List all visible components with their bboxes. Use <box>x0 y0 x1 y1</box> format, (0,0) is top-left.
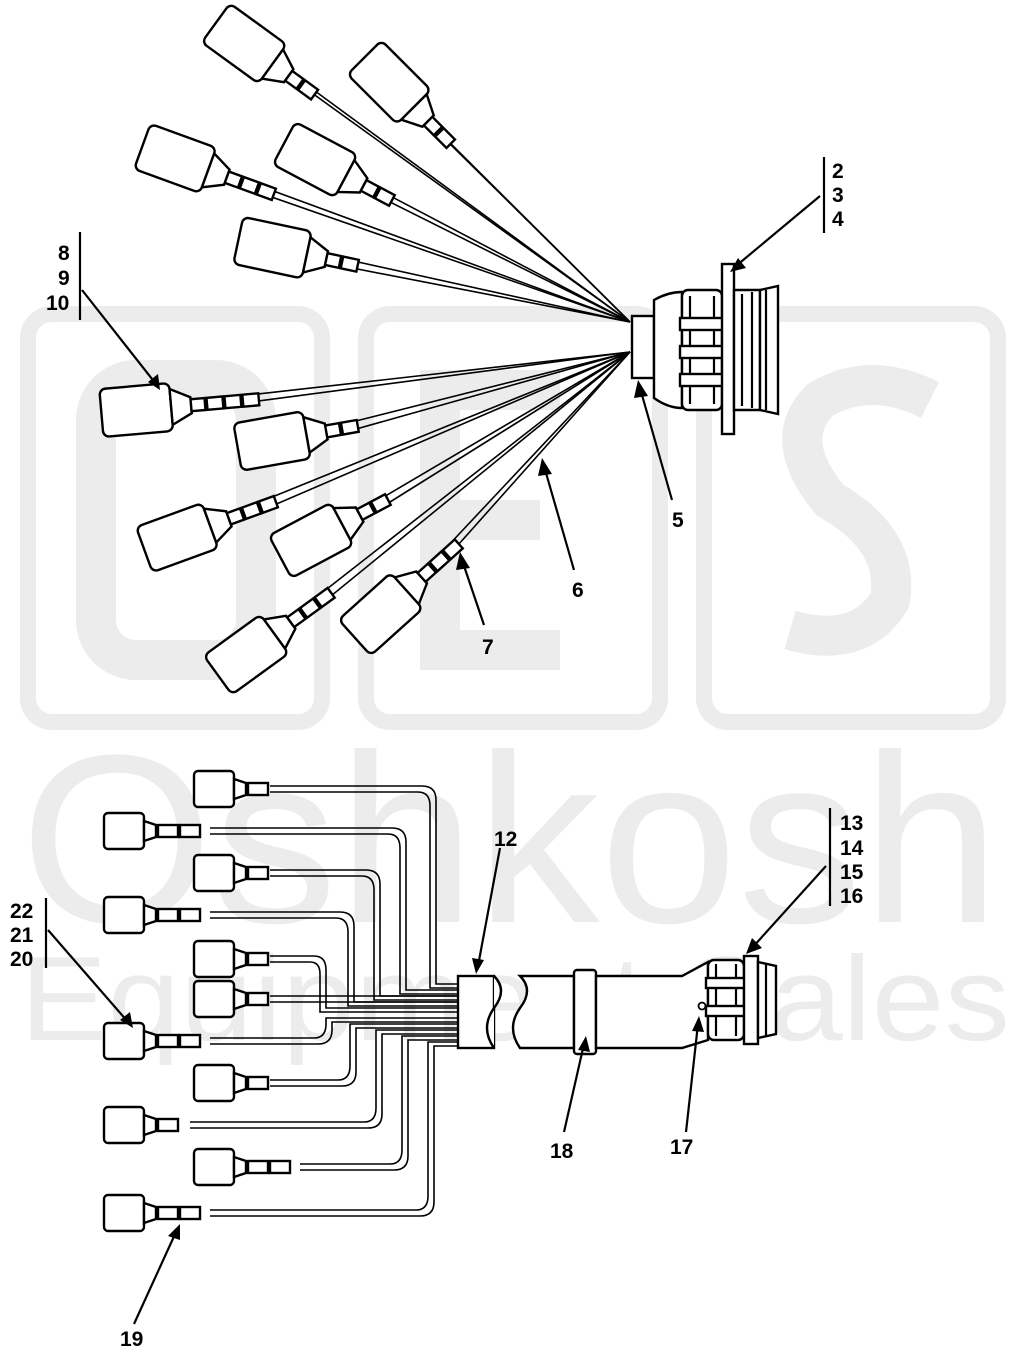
cable-jacket <box>511 974 576 1050</box>
terminal-connector <box>192 979 270 1019</box>
wire <box>239 185 631 323</box>
callout-9: 9 <box>58 267 70 290</box>
plug-flange <box>742 954 760 1046</box>
terminal-connector <box>339 537 465 655</box>
bottom-harness-wires <box>190 785 460 1217</box>
wire <box>429 351 631 566</box>
wire <box>374 187 631 323</box>
wire <box>439 133 631 323</box>
terminal-connector <box>98 382 261 438</box>
terminal-connector <box>102 1021 202 1061</box>
terminal-connector <box>269 492 393 578</box>
callout-22: 22 <box>10 900 33 923</box>
wire <box>339 351 631 426</box>
terminal-connector <box>136 494 280 572</box>
terminal-connector <box>192 1147 292 1187</box>
callout-5: 5 <box>672 509 684 532</box>
callout-17: 17 <box>670 1136 693 1159</box>
terminal-connector <box>102 895 202 935</box>
callout-10: 10 <box>46 292 69 315</box>
callout-3: 3 <box>832 184 844 207</box>
callout-4: 4 <box>832 208 844 231</box>
terminal-connector <box>233 411 361 471</box>
callout-21: 21 <box>10 924 34 947</box>
callout-7: 7 <box>482 636 494 659</box>
terminal-connector <box>204 586 337 694</box>
wire <box>304 87 631 323</box>
callout-20: 20 <box>10 948 33 971</box>
terminal-connector <box>192 853 270 893</box>
wire <box>204 351 631 401</box>
wire-grommet <box>630 314 656 380</box>
terminal-connector <box>192 1063 270 1103</box>
cable-jacket-transition <box>594 959 710 1050</box>
top-callout-leaders <box>78 157 826 626</box>
terminal-connector <box>192 939 270 979</box>
bottom-callout-leaders <box>44 808 832 1325</box>
callout-8: 8 <box>58 242 70 265</box>
set-screw <box>697 1001 707 1011</box>
break-line <box>485 975 503 1049</box>
callout-19: 19 <box>120 1328 143 1348</box>
backshell <box>652 290 684 410</box>
callout-12: 12 <box>494 828 517 851</box>
wire <box>341 265 631 323</box>
watermark-line-1: Oshkosh <box>20 705 1000 973</box>
coupling-nut <box>706 958 746 1042</box>
callout-14: 14 <box>840 837 864 860</box>
callout-15: 15 <box>840 861 864 884</box>
bottom-cable-assembly <box>456 954 778 1056</box>
terminal-connector <box>192 769 270 809</box>
wire <box>299 351 631 611</box>
wire <box>243 351 631 519</box>
terminal-connector <box>134 124 278 202</box>
wire <box>303 351 631 619</box>
terminal-connector <box>202 4 320 102</box>
wire <box>339 257 631 323</box>
watermark: Oshkosh Equipment Sales <box>20 306 1010 1066</box>
watermark-logo <box>20 306 1006 730</box>
wire <box>237 177 631 323</box>
top-circular-connector <box>630 262 780 436</box>
wire <box>369 351 631 506</box>
terminal-connector <box>233 216 361 279</box>
bottom-callout-labels: 12 13 14 15 16 17 18 19 20 21 22 <box>10 812 864 1348</box>
callout-2: 2 <box>832 160 844 183</box>
terminal-connector <box>102 1193 202 1233</box>
bottom-harness-terminals <box>102 769 292 1233</box>
wire <box>373 351 631 513</box>
terminal-connector <box>102 1105 180 1145</box>
top-harness-wires <box>204 79 631 619</box>
top-callout-labels: 2 3 4 5 6 7 8 9 10 <box>46 160 844 659</box>
wire <box>341 351 631 434</box>
mounting-flange <box>720 262 736 436</box>
callout-6: 6 <box>572 579 584 602</box>
wire <box>433 351 631 573</box>
terminal-connector <box>273 122 397 208</box>
terminal-connector <box>348 41 457 150</box>
receptacle-body <box>732 288 762 412</box>
wire <box>204 351 631 409</box>
callout-16: 16 <box>840 885 863 908</box>
terminal-connector <box>102 811 202 851</box>
wire <box>377 195 631 323</box>
top-harness-terminals <box>98 4 465 694</box>
callout-18: 18 <box>550 1140 574 1163</box>
callout-13: 13 <box>840 812 863 835</box>
wire <box>239 351 631 511</box>
